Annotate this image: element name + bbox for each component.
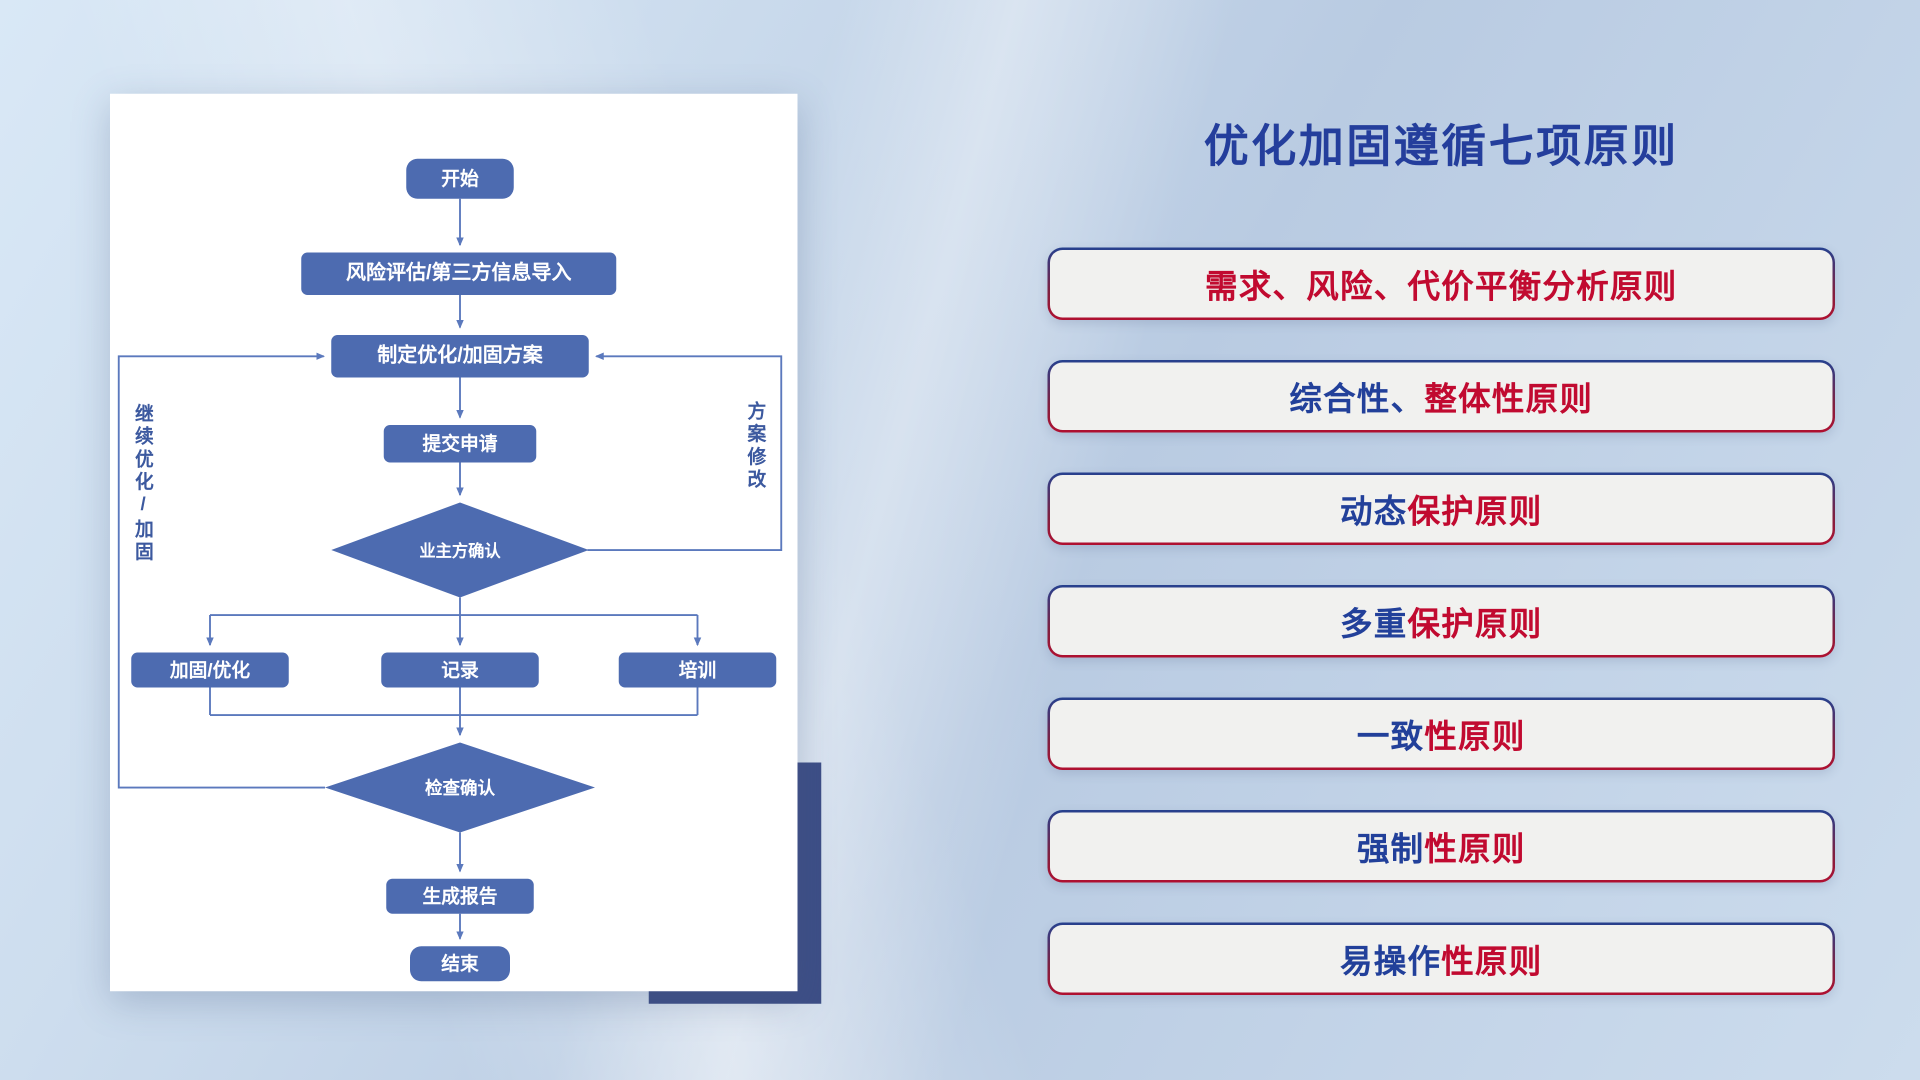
principle-text: 综合性、整体性原则 [1050,362,1833,430]
principle-card: 一致性原则 [1047,697,1835,770]
flowchart-connectors [117,198,783,940]
node-generate-report: 生成报告 [386,878,534,914]
principle-text: 动态保护原则 [1050,475,1833,543]
node-training: 培训 [618,652,777,688]
principle-card: 需求、风险、代价平衡分析原则 [1047,247,1835,320]
principle-text: 需求、风险、代价平衡分析原则 [1050,250,1833,318]
principle-card: 强制性原则 [1047,810,1835,883]
principle-card: 多重保护原则 [1047,585,1835,658]
node-risk-assessment: 风险评估/第三方信息导入 [301,252,617,295]
principle-card: 易操作性原则 [1047,922,1835,995]
node-submit-application: 提交申请 [383,425,537,463]
principle-text: 一致性原则 [1050,700,1833,768]
node-make-plan: 制定优化/加固方案 [331,335,589,378]
panel-title: 优化加固遵循七项原则 [1203,120,1679,172]
edge-label-continue-optimize: 继续优化/加固 [132,403,154,564]
principle-text: 多重保护原则 [1050,587,1833,655]
edge-label-plan-revision: 方案修改 [745,401,767,492]
principle-card: 动态保护原则 [1047,472,1835,545]
principle-text: 强制性原则 [1050,812,1833,880]
node-end: 结束 [410,946,510,982]
principle-text: 易操作性原则 [1050,925,1833,993]
principle-card: 综合性、整体性原则 [1047,360,1835,433]
node-reinforce-optimize: 加固/优化 [131,652,289,688]
node-start: 开始 [406,158,514,199]
node-record: 记录 [381,652,539,688]
flowchart-card: 开始 风险评估/第三方信息导入 制定优化/加固方案 提交申请 业主方确认 加固/… [110,93,798,992]
principles-list: 需求、风险、代价平衡分析原则综合性、整体性原则动态保护原则多重保护原则一致性原则… [1047,247,1835,995]
